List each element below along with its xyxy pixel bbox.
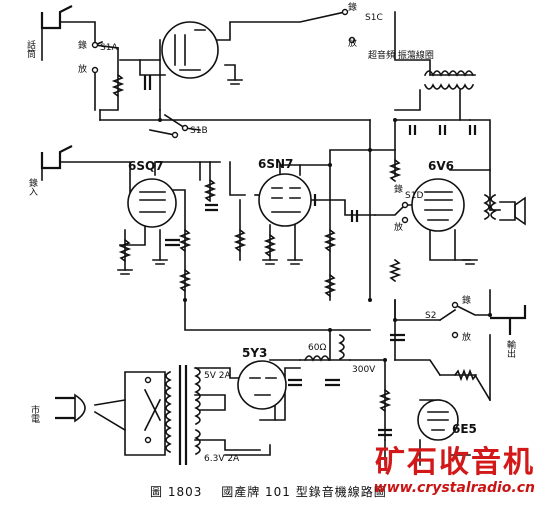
tube-top bbox=[161, 21, 219, 79]
wiring bbox=[40, 5, 527, 466]
tube-6sq7 bbox=[127, 178, 177, 228]
figure-number: 圖 1803 bbox=[150, 485, 203, 499]
switch-pos-record-3: 錄 bbox=[394, 183, 403, 195]
tube-5y3 bbox=[237, 360, 287, 410]
switch-pos-record-2: 錄 bbox=[348, 1, 357, 13]
tube-label-6v6: 6V6 bbox=[428, 159, 454, 173]
switch-pos-record-1: 錄 bbox=[78, 39, 87, 51]
tube-label-6sq7: 6SQ7 bbox=[128, 159, 164, 173]
switch-pos-play-3: 放 bbox=[394, 221, 403, 233]
resistors bbox=[111, 73, 478, 413]
figure-caption: 圖 1803 國產牌 101 型錄音機線路圖 bbox=[150, 483, 401, 500]
tube-6e5 bbox=[417, 399, 459, 441]
switch-label-s1a: S1A bbox=[100, 43, 118, 53]
jack-label-mic: 話筒 bbox=[25, 39, 36, 59]
junction-dots bbox=[158, 118, 492, 362]
jack-label-input: 錄入 bbox=[27, 177, 38, 196]
b-plus-label: 300V bbox=[352, 365, 376, 375]
watermark-brand: 矿石收音机 bbox=[375, 445, 535, 480]
switch-pos-play-2: 放 bbox=[348, 37, 357, 49]
switch-label-s1b: S1B bbox=[190, 126, 208, 136]
jack-label-mains: 市電 bbox=[29, 404, 40, 423]
tube-6sn7 bbox=[258, 173, 312, 227]
jack-label-output: 輸出 bbox=[505, 339, 516, 359]
watermark-logo: 矿石收音机 www.crystalradio.cn bbox=[374, 447, 535, 497]
capacitors bbox=[143, 75, 477, 437]
switch-pos-play-4: 放 bbox=[462, 331, 471, 343]
choke-label: 60Ω bbox=[308, 343, 326, 353]
transformer-fil-label: 6.3V 2A bbox=[204, 454, 240, 464]
coils bbox=[165, 70, 497, 456]
tube-label-6e5: 6E5 bbox=[452, 422, 477, 436]
switch-contacts bbox=[91, 8, 459, 444]
oscillator-coil-label: 超音頻 振蕩線圈 bbox=[368, 49, 434, 61]
switch-label-s2: S2 bbox=[425, 311, 436, 321]
switch-pos-play-1: 放 bbox=[78, 63, 87, 75]
switch-label-s1d: S1D bbox=[405, 191, 423, 201]
transformer-hv-label: 5V 2A bbox=[204, 371, 231, 381]
tube-label-6sn7: 6SN7 bbox=[258, 157, 293, 171]
tube-label-5y3: 5Y3 bbox=[242, 346, 267, 360]
figure-title: 國產牌 101 型錄音機線路圖 bbox=[221, 485, 387, 499]
watermark-url: www.crystalradio.cn bbox=[373, 480, 535, 496]
tube-6v6 bbox=[411, 178, 465, 232]
switch-pos-record-4: 錄 bbox=[462, 294, 471, 306]
switch-label-s1c: S1C bbox=[365, 13, 383, 23]
